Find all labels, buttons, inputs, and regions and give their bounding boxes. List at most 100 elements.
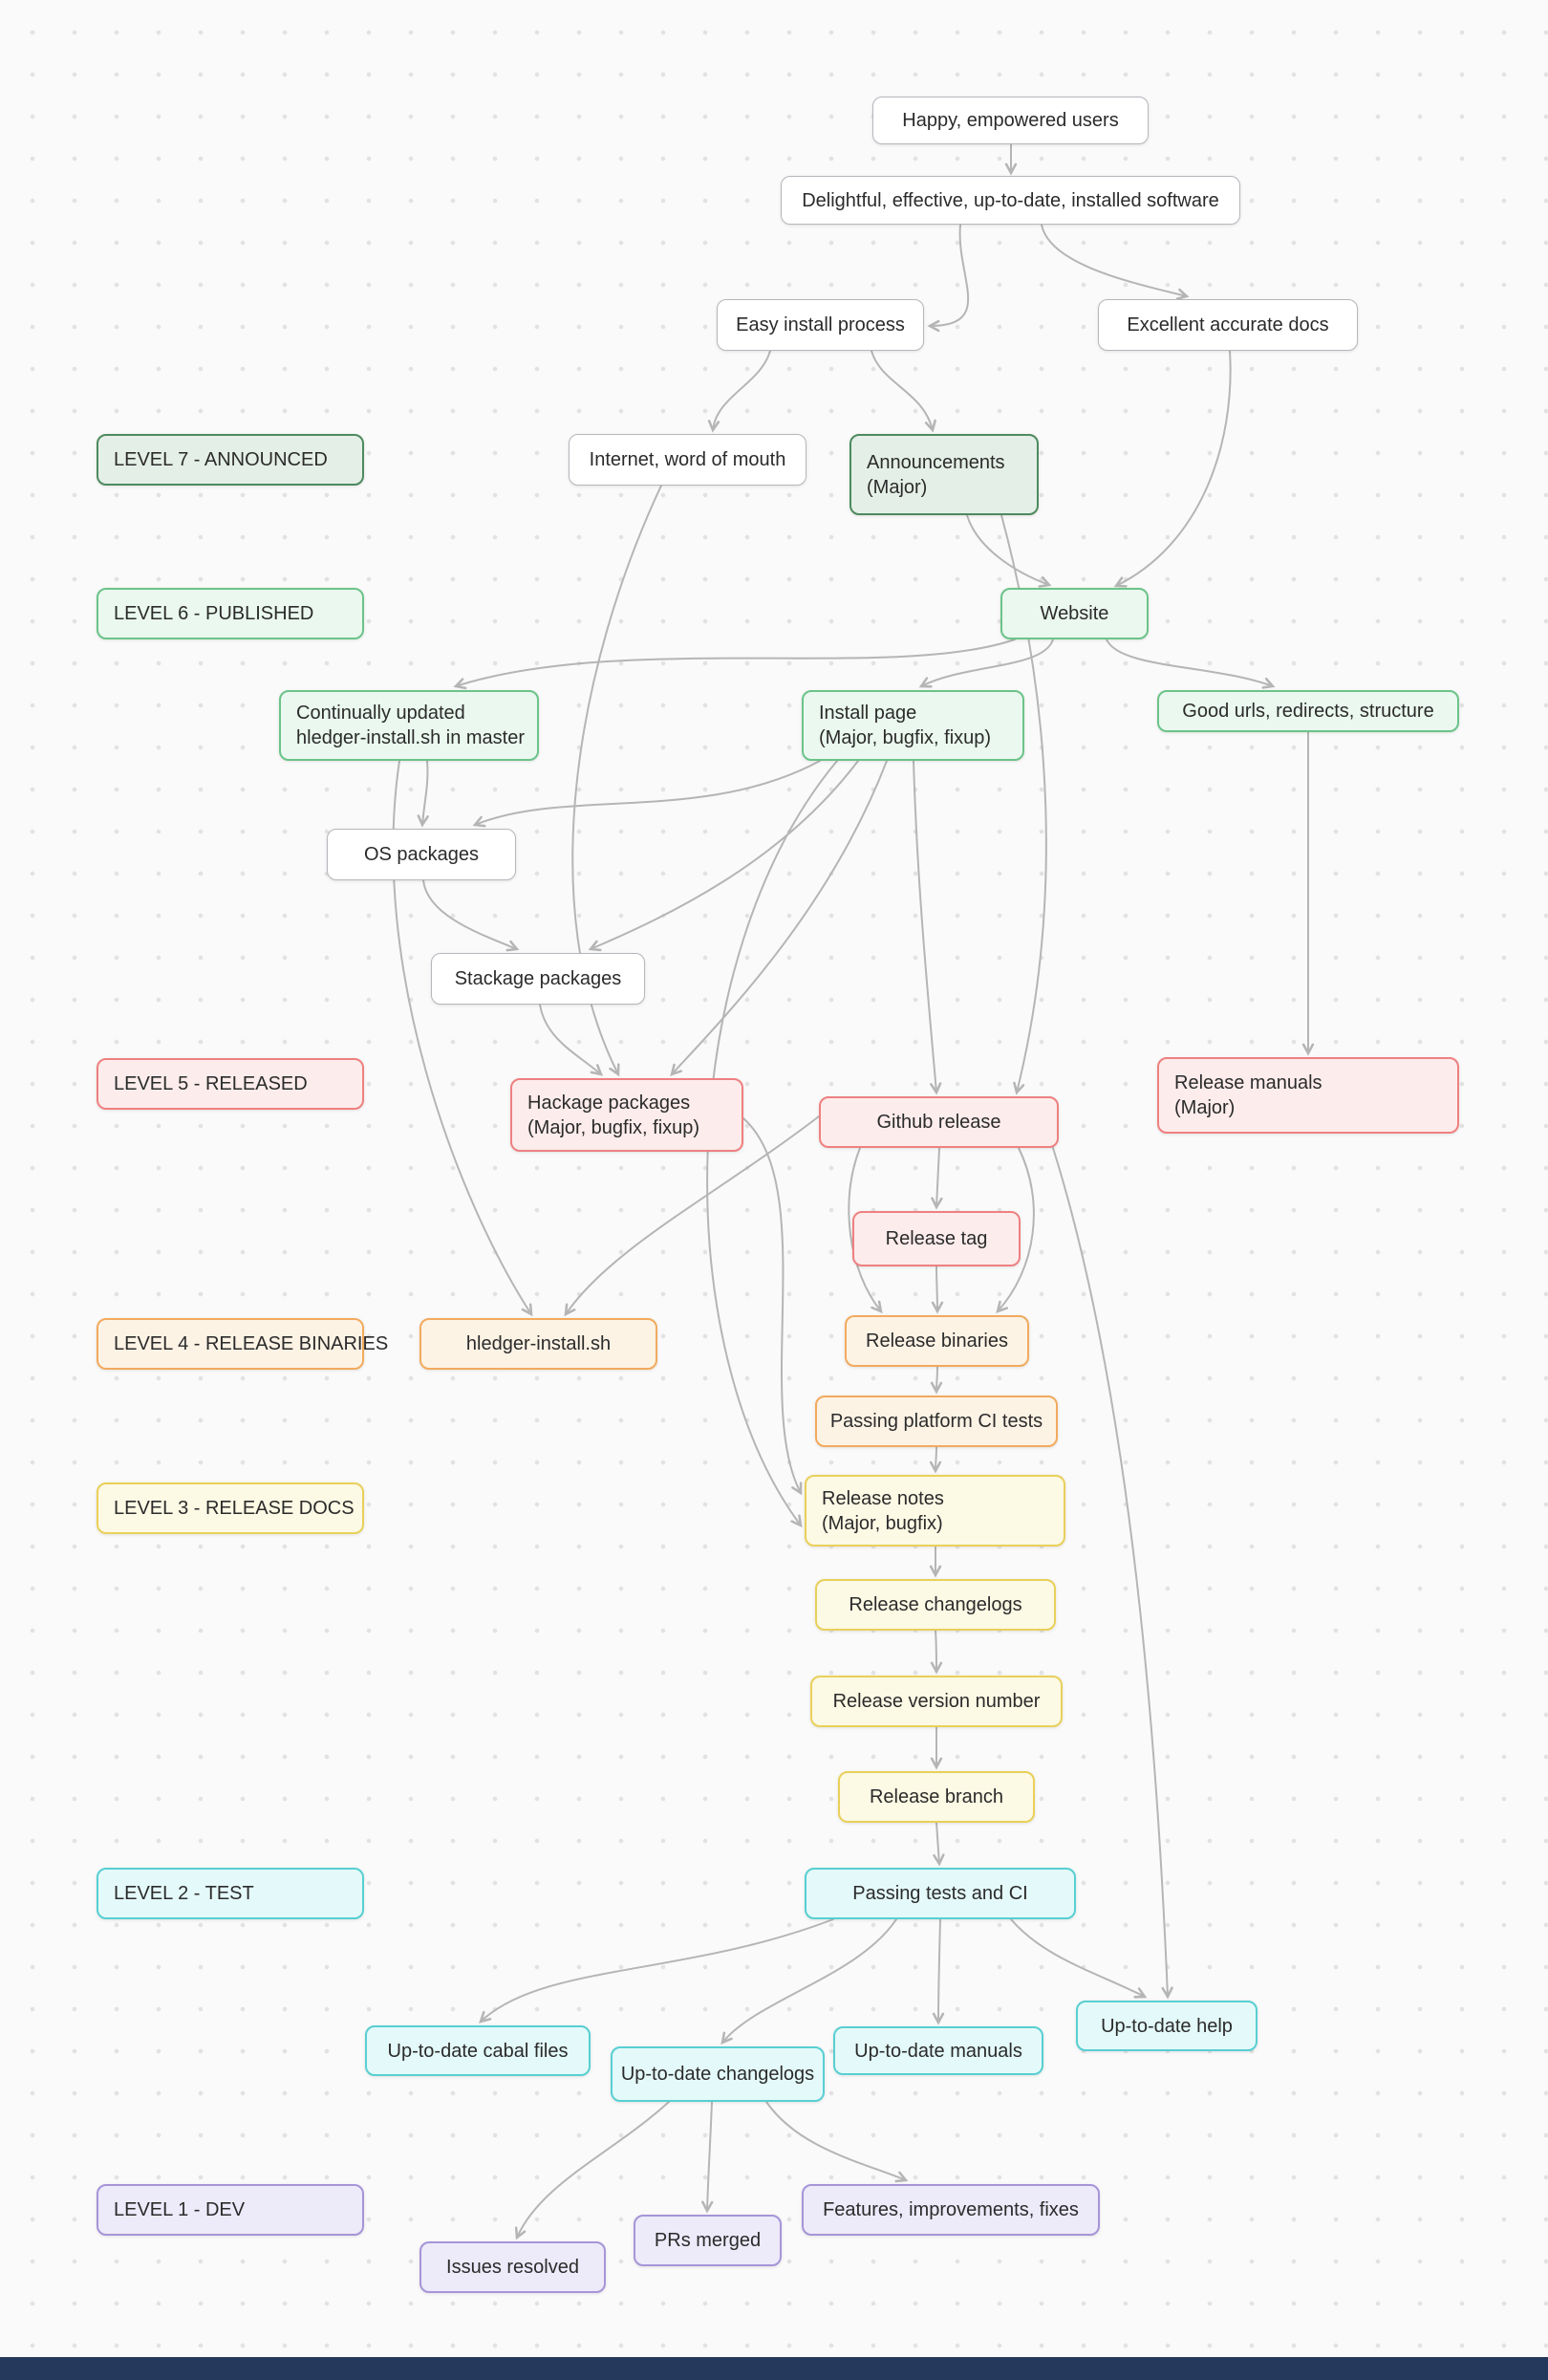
node-label-text: (Major) bbox=[867, 476, 928, 498]
edge-install-page--hackage-packages bbox=[670, 760, 888, 1076]
level-label-level-4-release-binaries: LEVEL 4 - RELEASE BINARIES bbox=[97, 1318, 388, 1370]
node-label-text: Excellent accurate docs bbox=[1127, 314, 1329, 335]
node-label-text: Release changelogs bbox=[849, 1594, 1022, 1615]
node-github-release: Github release bbox=[819, 1096, 1059, 1148]
edge-release-changelogs--release-version-number bbox=[930, 1630, 943, 1675]
node-passing-tests-ci: Passing tests and CI bbox=[805, 1868, 1076, 1919]
edge-website--continually-updated-script bbox=[453, 638, 1016, 690]
edge-easy-install-process--internet-word-of-mouth bbox=[707, 350, 771, 433]
edge-continually-updated-script--os-packages bbox=[417, 760, 429, 828]
level-label-text: LEVEL 4 - RELEASE BINARIES bbox=[114, 1333, 389, 1354]
node-label-text: Happy, empowered users bbox=[902, 110, 1119, 131]
edge-delightful-software--excellent-accurate-docs bbox=[1041, 224, 1190, 300]
node-utd-cabal-files: Up-to-date cabal files bbox=[365, 2025, 591, 2076]
node-hackage-packages: Hackage packages(Major, bugfix, fixup) bbox=[510, 1078, 743, 1152]
edge-utd-changelogs--prs-merged bbox=[701, 2101, 714, 2214]
edge-delightful-software--easy-install-process bbox=[927, 224, 969, 333]
edge-github-release--release-binaries bbox=[848, 1147, 883, 1314]
edge-release-binaries--passing-platform-ci bbox=[930, 1366, 943, 1395]
edge-github-release--release-binaries bbox=[996, 1147, 1035, 1313]
node-issues-resolved: Issues resolved bbox=[419, 2241, 606, 2293]
node-label-text: hledger-install.sh bbox=[465, 1333, 612, 1354]
level-label-level-3-release-docs: LEVEL 3 - RELEASE DOCS bbox=[97, 1482, 364, 1534]
node-release-branch: Release branch bbox=[838, 1771, 1035, 1823]
edge-github-release--release-tag bbox=[931, 1147, 943, 1210]
edge-utd-changelogs--issues-resolved bbox=[514, 2101, 670, 2240]
node-stackage-packages: Stackage packages bbox=[431, 953, 645, 1005]
node-label-text: Good urls, redirects, structure bbox=[1182, 701, 1434, 722]
node-label-text: Announcements bbox=[867, 451, 1005, 473]
level-label-text: LEVEL 3 - RELEASE DOCS bbox=[114, 1498, 355, 1519]
node-features-improvements: Features, improvements, fixes bbox=[802, 2184, 1100, 2236]
edge-release-tag--release-binaries bbox=[931, 1266, 944, 1314]
level-label-text: LEVEL 5 - RELEASED bbox=[114, 1073, 308, 1094]
node-label-text: OS packages bbox=[363, 844, 480, 865]
node-label-text: Github release bbox=[876, 1112, 1001, 1133]
edge-website--good-urls bbox=[1106, 638, 1276, 689]
level-label-level-2-test: LEVEL 2 - TEST bbox=[97, 1868, 364, 1919]
edge-os-packages--stackage-packages bbox=[422, 879, 520, 952]
level-label-level-6-published: LEVEL 6 - PUBLISHED bbox=[97, 588, 364, 639]
node-announcements: Announcements (Major) bbox=[849, 434, 1039, 515]
node-label-text: Up-to-date help bbox=[1101, 2015, 1233, 2037]
level-label-text: LEVEL 2 - TEST bbox=[114, 1883, 254, 1904]
node-label-text: Stackage packages bbox=[454, 968, 622, 989]
edge-install-page--os-packages bbox=[472, 760, 821, 828]
node-label-text: Up-to-date manuals bbox=[854, 2040, 1022, 2062]
node-good-urls: Good urls, redirects, structure bbox=[1157, 690, 1459, 732]
edge-stackage-packages--hackage-packages bbox=[539, 1004, 604, 1076]
node-release-manuals: Release manuals (Major) bbox=[1157, 1057, 1459, 1134]
edge-website--install-page bbox=[918, 638, 1054, 688]
node-label-text: Release notes bbox=[822, 1487, 944, 1509]
level-label-level-7-announced: LEVEL 7 - ANNOUNCED bbox=[97, 434, 364, 486]
edge-passing-tests-ci--utd-cabal-files bbox=[479, 1918, 834, 2023]
level-label-text: LEVEL 1 - DEV bbox=[114, 2199, 246, 2220]
node-utd-changelogs: Up-to-date changelogs bbox=[611, 2046, 825, 2102]
node-prs-merged: PRs merged bbox=[634, 2215, 782, 2266]
node-happy-users: Happy, empowered users bbox=[872, 97, 1149, 144]
node-internet-word-of-mouth: Internet, word of mouth bbox=[569, 434, 806, 486]
node-label-text: Release binaries bbox=[866, 1331, 1008, 1352]
edge-install-page--stackage-packages bbox=[588, 760, 859, 952]
edge-passing-tests-ci--utd-help bbox=[1010, 1918, 1148, 1999]
node-label-text: Install page bbox=[819, 703, 917, 724]
edge-github-release--utd-help bbox=[1052, 1147, 1173, 2000]
node-label-text: Release manuals bbox=[1174, 1072, 1322, 1093]
node-label-text: Up-to-date cabal files bbox=[387, 2040, 569, 2062]
node-label-text: Internet, word of mouth bbox=[589, 449, 786, 470]
level-label-level-1-dev: LEVEL 1 - DEV bbox=[97, 2184, 364, 2236]
level-label-level-5-released: LEVEL 5 - RELEASED bbox=[97, 1058, 364, 1110]
node-hledger-install-sh: hledger-install.sh bbox=[419, 1318, 657, 1370]
node-install-page: Install page (Major, bugfix, fixup) bbox=[802, 690, 1024, 761]
edge-release-branch--passing-tests-ci bbox=[933, 1822, 945, 1867]
node-utd-manuals: Up-to-date manuals bbox=[833, 2026, 1043, 2075]
node-label-text: Delightful, effective, up-to-date, insta… bbox=[802, 189, 1219, 211]
node-label-text: (Major, bugfix, fixup) bbox=[819, 727, 992, 748]
node-passing-platform-ci: Passing platform CI tests bbox=[815, 1396, 1058, 1447]
edge-passing-tests-ci--utd-manuals bbox=[932, 1918, 945, 2025]
node-release-notes: Release notes(Major, bugfix) bbox=[805, 1475, 1065, 1547]
node-label-text: Release tag bbox=[885, 1228, 988, 1249]
edge-excellent-accurate-docs--website bbox=[1113, 350, 1232, 588]
node-release-version-number: Release version number bbox=[810, 1676, 1063, 1727]
edge-announcements--website bbox=[966, 514, 1052, 588]
node-label-text: Hackage packages bbox=[527, 1092, 691, 1114]
edge-passing-platform-ci--release-notes bbox=[929, 1446, 942, 1474]
node-website: Website bbox=[1000, 588, 1149, 639]
level-label-text: LEVEL 6 - PUBLISHED bbox=[114, 603, 314, 624]
node-label-text: Passing platform CI tests bbox=[829, 1411, 1043, 1432]
node-delightful-software: Delightful, effective, up-to-date, insta… bbox=[781, 176, 1240, 225]
edge-passing-tests-ci--utd-changelogs bbox=[720, 1918, 897, 2045]
edge-install-page--github-release bbox=[913, 760, 942, 1095]
node-label-text: Features, improvements, fixes bbox=[823, 2199, 1079, 2220]
node-os-packages: OS packages bbox=[327, 829, 516, 880]
node-label-text: hledger-install.sh in master bbox=[296, 727, 525, 748]
node-label-text: PRs merged bbox=[654, 2230, 762, 2251]
node-label-text: (Major) bbox=[1174, 1097, 1236, 1118]
edge-easy-install-process--announcements bbox=[871, 350, 936, 433]
node-excellent-accurate-docs: Excellent accurate docs bbox=[1098, 299, 1358, 351]
node-label-text: Release version number bbox=[832, 1691, 1041, 1712]
